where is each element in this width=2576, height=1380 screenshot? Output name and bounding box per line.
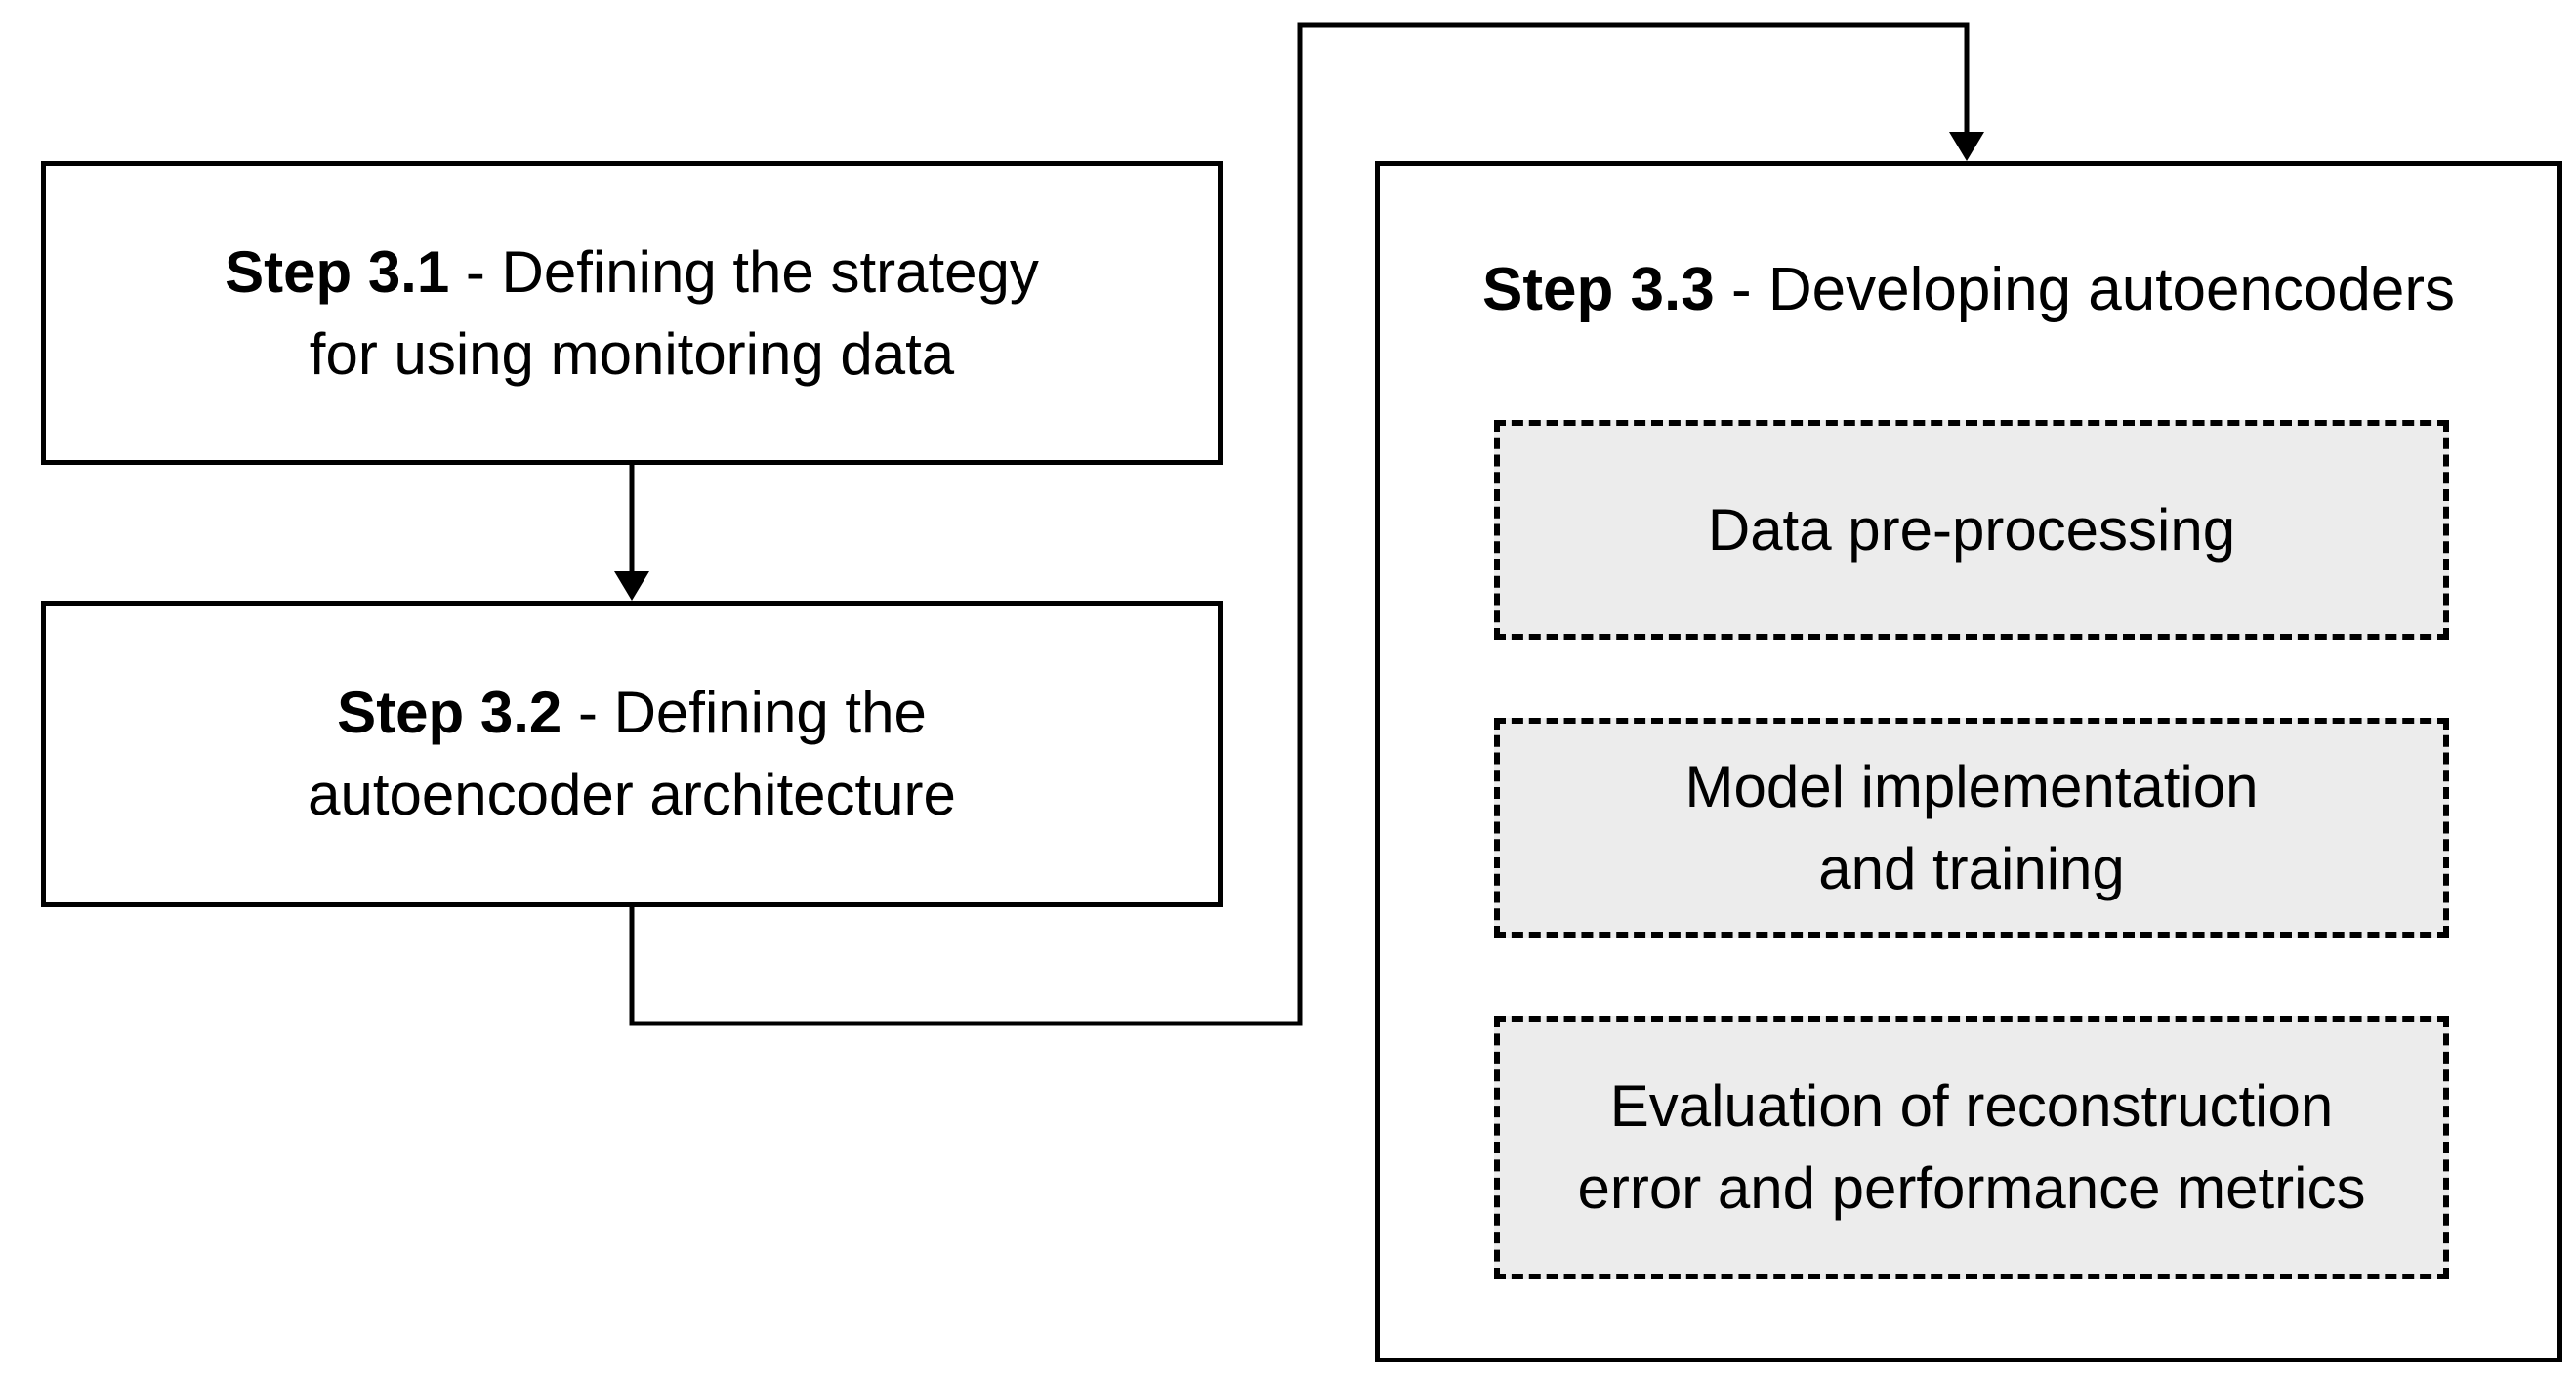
substep-3-text: Evaluation of reconstruction error and p… (1578, 1066, 2366, 1230)
step-3-3-label: Step 3.3 (1481, 256, 1715, 323)
substep-2-line2: and training (1818, 835, 2125, 901)
step-3-1-text: Step 3.1 - Defining the strategy for usi… (225, 231, 1039, 396)
substep-3-line1: Evaluation of reconstruction (1609, 1073, 2334, 1139)
substep-model-implementation: Model implementation and training (1494, 718, 2449, 938)
step-3-3-title: Step 3.3 - Developing autoencoders (1375, 249, 2562, 331)
substep-data-preprocessing: Data pre-processing (1494, 420, 2449, 640)
substep-2-line1: Model implementation (1684, 753, 2259, 819)
step-3-2-label: Step 3.2 (337, 680, 562, 745)
step-3-3-text: - Developing autoencoders (1714, 256, 2456, 323)
arrowhead-step31-to-step32 (614, 571, 649, 601)
step-3-2-text: Step 3.2 - Defining the autoencoder arch… (308, 672, 956, 836)
step-3-2-line2: autoencoder architecture (308, 762, 956, 827)
step-3-1-label: Step 3.1 (225, 238, 450, 305)
substep-1-text: Data pre-processing (1708, 489, 2235, 571)
arrow-step32-to-step33 (629, 22, 1970, 1026)
substep-1-line1: Data pre-processing (1707, 496, 2236, 563)
step-3-1-line2: for using monitoring data (309, 320, 955, 387)
step-3-2-box: Step 3.2 - Defining the autoencoder arch… (41, 601, 1223, 907)
step-3-1-box: Step 3.1 - Defining the strategy for usi… (41, 161, 1223, 465)
arrowhead-step32-to-step33 (1949, 132, 1984, 161)
step-3-1-line1: - Defining the strategy (449, 238, 1039, 305)
substep-evaluation: Evaluation of reconstruction error and p… (1494, 1016, 2449, 1279)
step-3-2-line1: - Defining the (561, 680, 927, 745)
substep-3-line2: error and performance metrics (1577, 1155, 2366, 1221)
substep-2-text: Model implementation and training (1685, 746, 2259, 910)
